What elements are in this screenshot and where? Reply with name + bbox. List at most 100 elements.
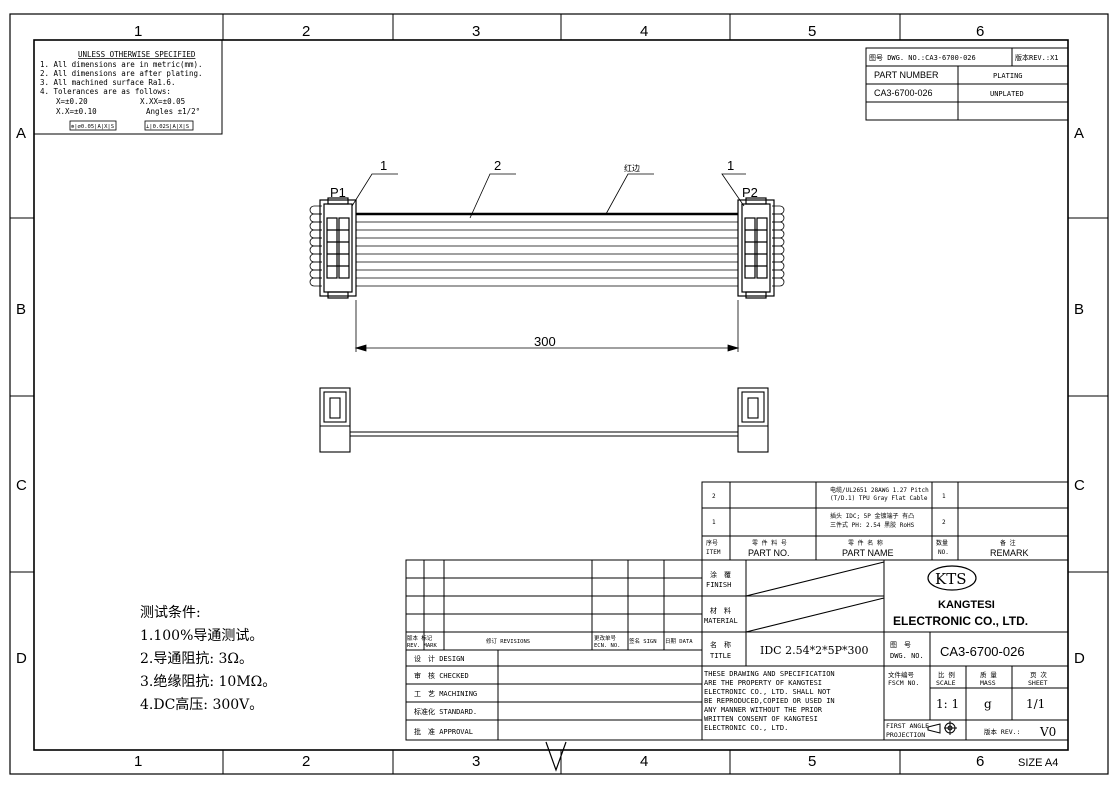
- callout-item-1-right: 1: [727, 158, 734, 173]
- test-condition-1: 1.100%导通测试。: [140, 628, 263, 644]
- sign-header: 签名 SIGN: [629, 637, 657, 645]
- zone-col-3: 3: [472, 23, 480, 40]
- company-name-2: ELECTRONIC CO., LTD.: [893, 614, 1028, 628]
- bom-header-item: ITEM: [706, 549, 721, 556]
- title-label: TITLE: [710, 652, 731, 660]
- notes-line-3: 3. All machined surface Ra1.6.: [40, 78, 175, 87]
- bom-header-name: PART NAME: [842, 548, 894, 558]
- fscm-cn: 文件编号: [888, 670, 915, 679]
- plating-label: PLATING: [993, 72, 1023, 80]
- zone-row-d-right: D: [1074, 650, 1085, 667]
- first-angle-label: FIRST ANGLE: [886, 722, 929, 730]
- sheet-cn: 页 次: [1030, 670, 1047, 679]
- revision-table: [405, 559, 703, 741]
- tolerance-3: X.X=±0.10: [56, 107, 97, 116]
- callout-red-edge: 红边: [624, 163, 640, 173]
- revision-top: 版本REV.:X1: [1015, 53, 1059, 62]
- zone-col-5-bottom: 5: [808, 753, 816, 770]
- notes-line-4: 4. Tolerances are as follows:: [40, 87, 171, 96]
- mass-value: g: [984, 697, 992, 711]
- connector-p1: [319, 197, 357, 299]
- callout-item-1-left: 1: [380, 158, 387, 173]
- gdt-frame-2: ⊥|0.02S|A|X|S: [146, 124, 189, 130]
- logo-text: KTS: [935, 570, 967, 588]
- bom-header-qty: NO.: [938, 549, 949, 556]
- zone-col-1: 1: [134, 23, 142, 40]
- standard-row: 标准化 STANDARD.: [414, 707, 477, 716]
- bom-header-pn: PART NO.: [748, 548, 790, 558]
- material-cn: 材 料: [710, 606, 731, 615]
- test-condition-2: 2.导通阻抗: 3Ω。: [140, 651, 253, 667]
- zone-col-6-bottom: 6: [976, 753, 984, 770]
- test-condition-3: 3.绝缘阻抗: 10MΩ。: [140, 674, 276, 690]
- bom-header-remark-cn: 备 注: [1000, 539, 1016, 547]
- company-name-1: KANGTESI: [938, 599, 995, 611]
- zone-row-c: C: [16, 477, 27, 494]
- gdt-frame-1: ⊚|⌀0.05|A|X|S: [71, 124, 114, 130]
- bom-header-qty-cn: 数量: [936, 539, 948, 547]
- plating-value: UNPLATED: [990, 90, 1024, 98]
- zone-col-3-bottom: 3: [472, 753, 480, 770]
- bom-row2-name-b: (T/D.1) TPU Gray Flat Cable: [830, 495, 928, 502]
- first-angle-projection-icon: [927, 721, 957, 735]
- centering-mark: [545, 741, 567, 772]
- scale-cn: 比 例: [938, 670, 955, 679]
- rev-mark-cn: 版本 标记: [407, 634, 433, 642]
- property-line-3: ELECTRONIC CO., LTD. SHALL NOT: [704, 688, 831, 696]
- sheet-size: SIZE A4: [1018, 757, 1058, 769]
- bom-row2-item: 2: [712, 493, 716, 500]
- title-value: IDC 2.54*2*5P*300: [760, 644, 868, 657]
- inner-border: [33, 39, 1069, 751]
- zone-col-1-bottom: 1: [134, 753, 142, 770]
- sheet-value: 1/1: [1026, 697, 1045, 711]
- bom-row2-qty: 1: [942, 493, 946, 500]
- part-number-label: PART NUMBER: [874, 70, 939, 80]
- finish-label: FINISH: [706, 581, 731, 589]
- title-cn: 名 称: [710, 640, 731, 649]
- bom-row1-qty: 2: [942, 519, 946, 526]
- material-label: MATERIAL: [704, 617, 738, 625]
- zone-col-2: 2: [302, 23, 310, 40]
- design-row: 设 计 DESIGN: [414, 654, 465, 663]
- checked-row: 审 核 CHECKED: [414, 671, 469, 680]
- connector-p2: [737, 197, 775, 299]
- bom-header-name-cn: 零 件 名 称: [848, 539, 883, 547]
- dwg-number-value: CA3-6700-026: [940, 644, 1025, 659]
- zone-col-4: 4: [640, 23, 648, 40]
- property-line-5: ANY MANNER WITHOUT THE PRIOR: [704, 706, 823, 714]
- bom-row2-name-a: 电缆/UL2651 28AWG 1.27 Pitch: [830, 486, 929, 494]
- scale-value: 1: 1: [936, 697, 959, 711]
- property-line-7: ELECTRONIC CO., LTD.: [704, 724, 788, 732]
- approval-row: 批 准 APPROVAL: [414, 727, 473, 736]
- notes-line-2: 2. All dimensions are after plating.: [40, 69, 203, 78]
- test-conditions-title: 测试条件:: [140, 604, 201, 621]
- notes-line-1: 1. All dimensions are in metric(mm).: [40, 60, 203, 69]
- cable-side-view: [319, 387, 769, 453]
- machining-row: 工 艺 MACHINING: [414, 690, 477, 698]
- cable-top-view: 1 2 1 P1 P2 红边 300: [309, 158, 785, 352]
- dwg-number-top: 图号 DWG. NO.:CA3-6700-026: [869, 54, 976, 62]
- zone-row-d: D: [16, 650, 27, 667]
- rev-value: V0: [1039, 725, 1056, 739]
- tolerance-2: X.XX=±0.05: [140, 97, 185, 106]
- bom-table: [701, 481, 1069, 561]
- tolerance-4: Angles ±1/2°: [146, 107, 200, 116]
- zone-row-a-right: A: [1074, 125, 1084, 142]
- tolerance-1: X=±0.20: [56, 97, 88, 106]
- bom-header-remark: REMARK: [990, 548, 1029, 558]
- callout-item-2: 2: [494, 158, 501, 173]
- part-number-value: CA3-6700-026: [874, 88, 933, 98]
- property-line-4: BE REPRODUCED,COPIED OR USED IN: [704, 697, 835, 705]
- scale-label: SCALE: [936, 679, 956, 687]
- finish-cn: 涂 覆: [710, 570, 731, 579]
- dimension-line: [354, 300, 740, 352]
- dwg-no-cn: 图 号: [890, 641, 911, 649]
- zone-col-4-bottom: 4: [640, 753, 648, 770]
- revisions-header: 修订 REVISIONS: [486, 637, 530, 645]
- bom-row1-name-a: 插头 IDC; 5P 金镀端子 有凸: [830, 512, 914, 520]
- kts-logo: KTS: [927, 565, 977, 591]
- property-line-1: THESE DRAWING AND SPECIFICATION: [704, 670, 835, 678]
- bom-header-pn-cn: 零 件 料 号: [752, 539, 787, 547]
- rev-label: 版本 REV.:: [984, 727, 1020, 736]
- bom-row1-name-b: 三件式 PH: 2.54 黑胶 RoHS: [830, 521, 915, 529]
